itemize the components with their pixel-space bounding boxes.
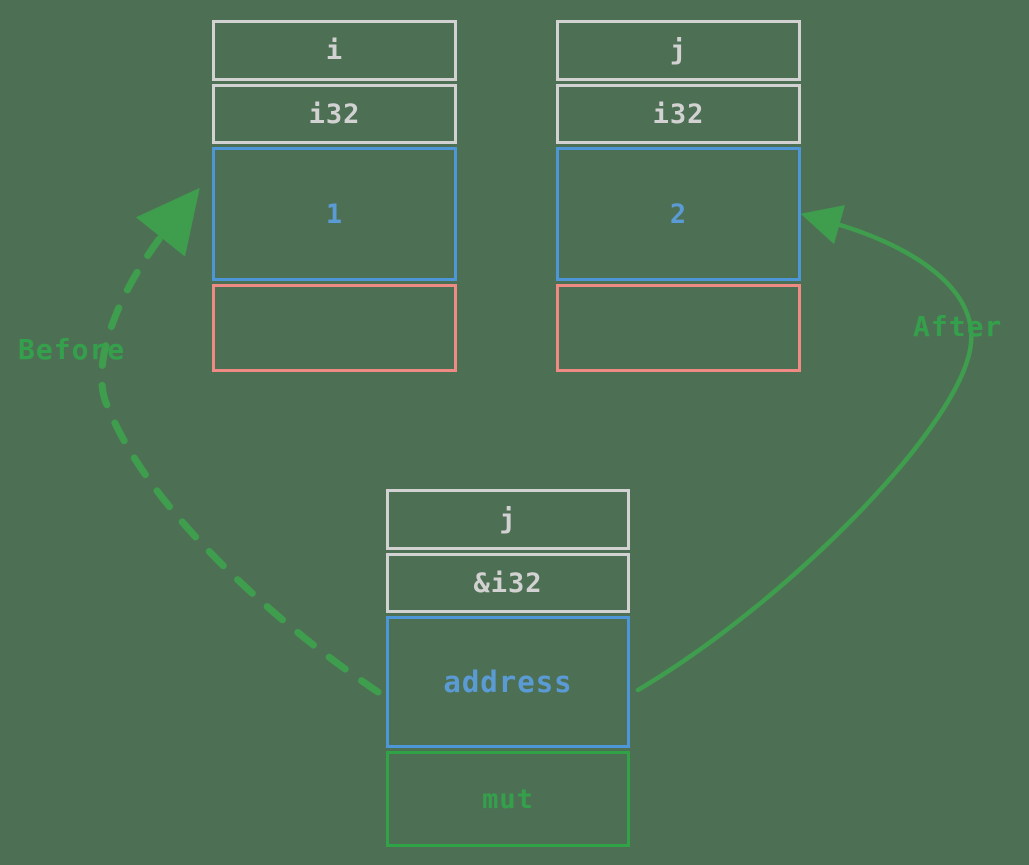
table-jref-mut-cell: mut bbox=[386, 751, 630, 847]
after-label: After bbox=[913, 310, 1003, 343]
variable-table-i: i i32 1 bbox=[212, 20, 457, 372]
table-jref-name-cell: j bbox=[386, 489, 630, 550]
table-jref-type-cell: &i32 bbox=[386, 553, 630, 613]
table-j-name-cell: j bbox=[556, 20, 801, 81]
variable-table-j: j i32 2 bbox=[556, 20, 801, 372]
table-j-type-cell: i32 bbox=[556, 84, 801, 144]
table-i-name-cell: i bbox=[212, 20, 457, 81]
table-j-extra-cell bbox=[556, 284, 801, 372]
table-i-extra-cell bbox=[212, 284, 457, 372]
reference-table-j: j &i32 address mut bbox=[386, 489, 630, 847]
table-jref-address-cell: address bbox=[386, 616, 630, 748]
table-j-value-cell: 2 bbox=[556, 147, 801, 281]
before-label: Before bbox=[18, 333, 126, 366]
table-i-value-cell: 1 bbox=[212, 147, 457, 281]
table-i-type-cell: i32 bbox=[212, 84, 457, 144]
